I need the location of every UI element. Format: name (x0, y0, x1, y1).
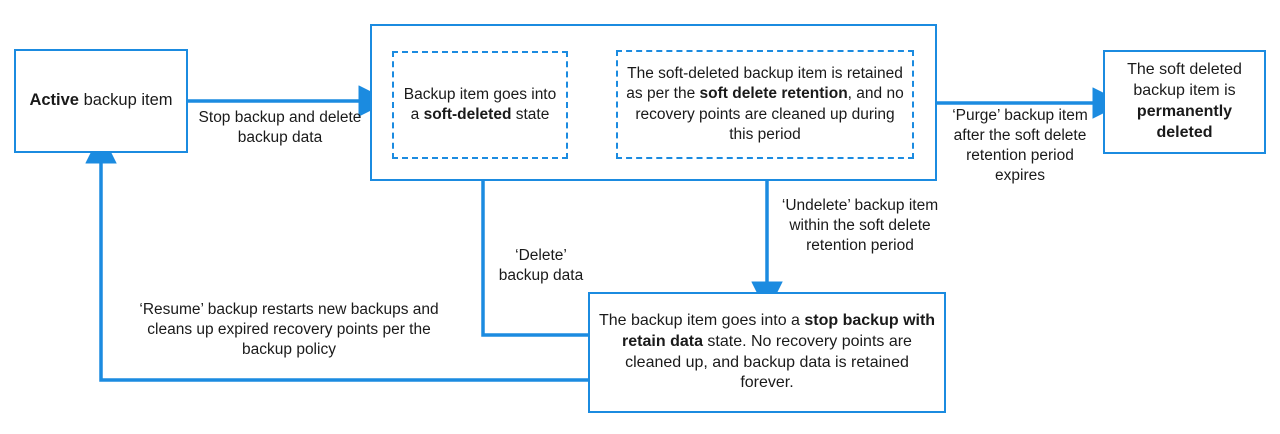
edge-label-resume: ‘Resume’ backup restarts new backups and… (139, 301, 439, 359)
soft-delete-retention[interactable]: The soft-deleted backup item is retained… (616, 50, 914, 159)
wire-retaindata-to-active (85, 132, 588, 382)
edge-label-undelete: ‘Undelete’ backup item within the soft d… (781, 197, 939, 255)
stop-backup-with-retain-data[interactable]: The backup item goes into a stop backup … (588, 292, 946, 413)
soft-deleted-state-label: Backup item goes into a soft-deleted sta… (403, 85, 557, 123)
stop-backup-with-retain-data-label: The backup item goes into a stop backup … (598, 311, 936, 392)
edge-label-delete: ‘Delete’ backup data (498, 247, 584, 285)
active-backup-item[interactable]: Active backup item (14, 49, 188, 153)
permanently-deleted-item[interactable]: The soft deleted backup item is permanen… (1103, 50, 1266, 154)
permanently-deleted-item-label: The soft deleted backup item is permanen… (1127, 61, 1242, 141)
soft-deleted-state[interactable]: Backup item goes into a soft-deleted sta… (392, 51, 568, 159)
wire-retaindata-to-softdeleted (467, 137, 588, 337)
active-backup-item-label: Active backup item (29, 91, 173, 110)
edge-label-purge: ‘Purge’ backup item after the soft delet… (952, 107, 1088, 185)
soft-delete-retention-label: The soft-deleted backup item is retained… (626, 65, 904, 143)
edge-label-stop-backup: Stop backup and delete backup data (198, 109, 362, 147)
